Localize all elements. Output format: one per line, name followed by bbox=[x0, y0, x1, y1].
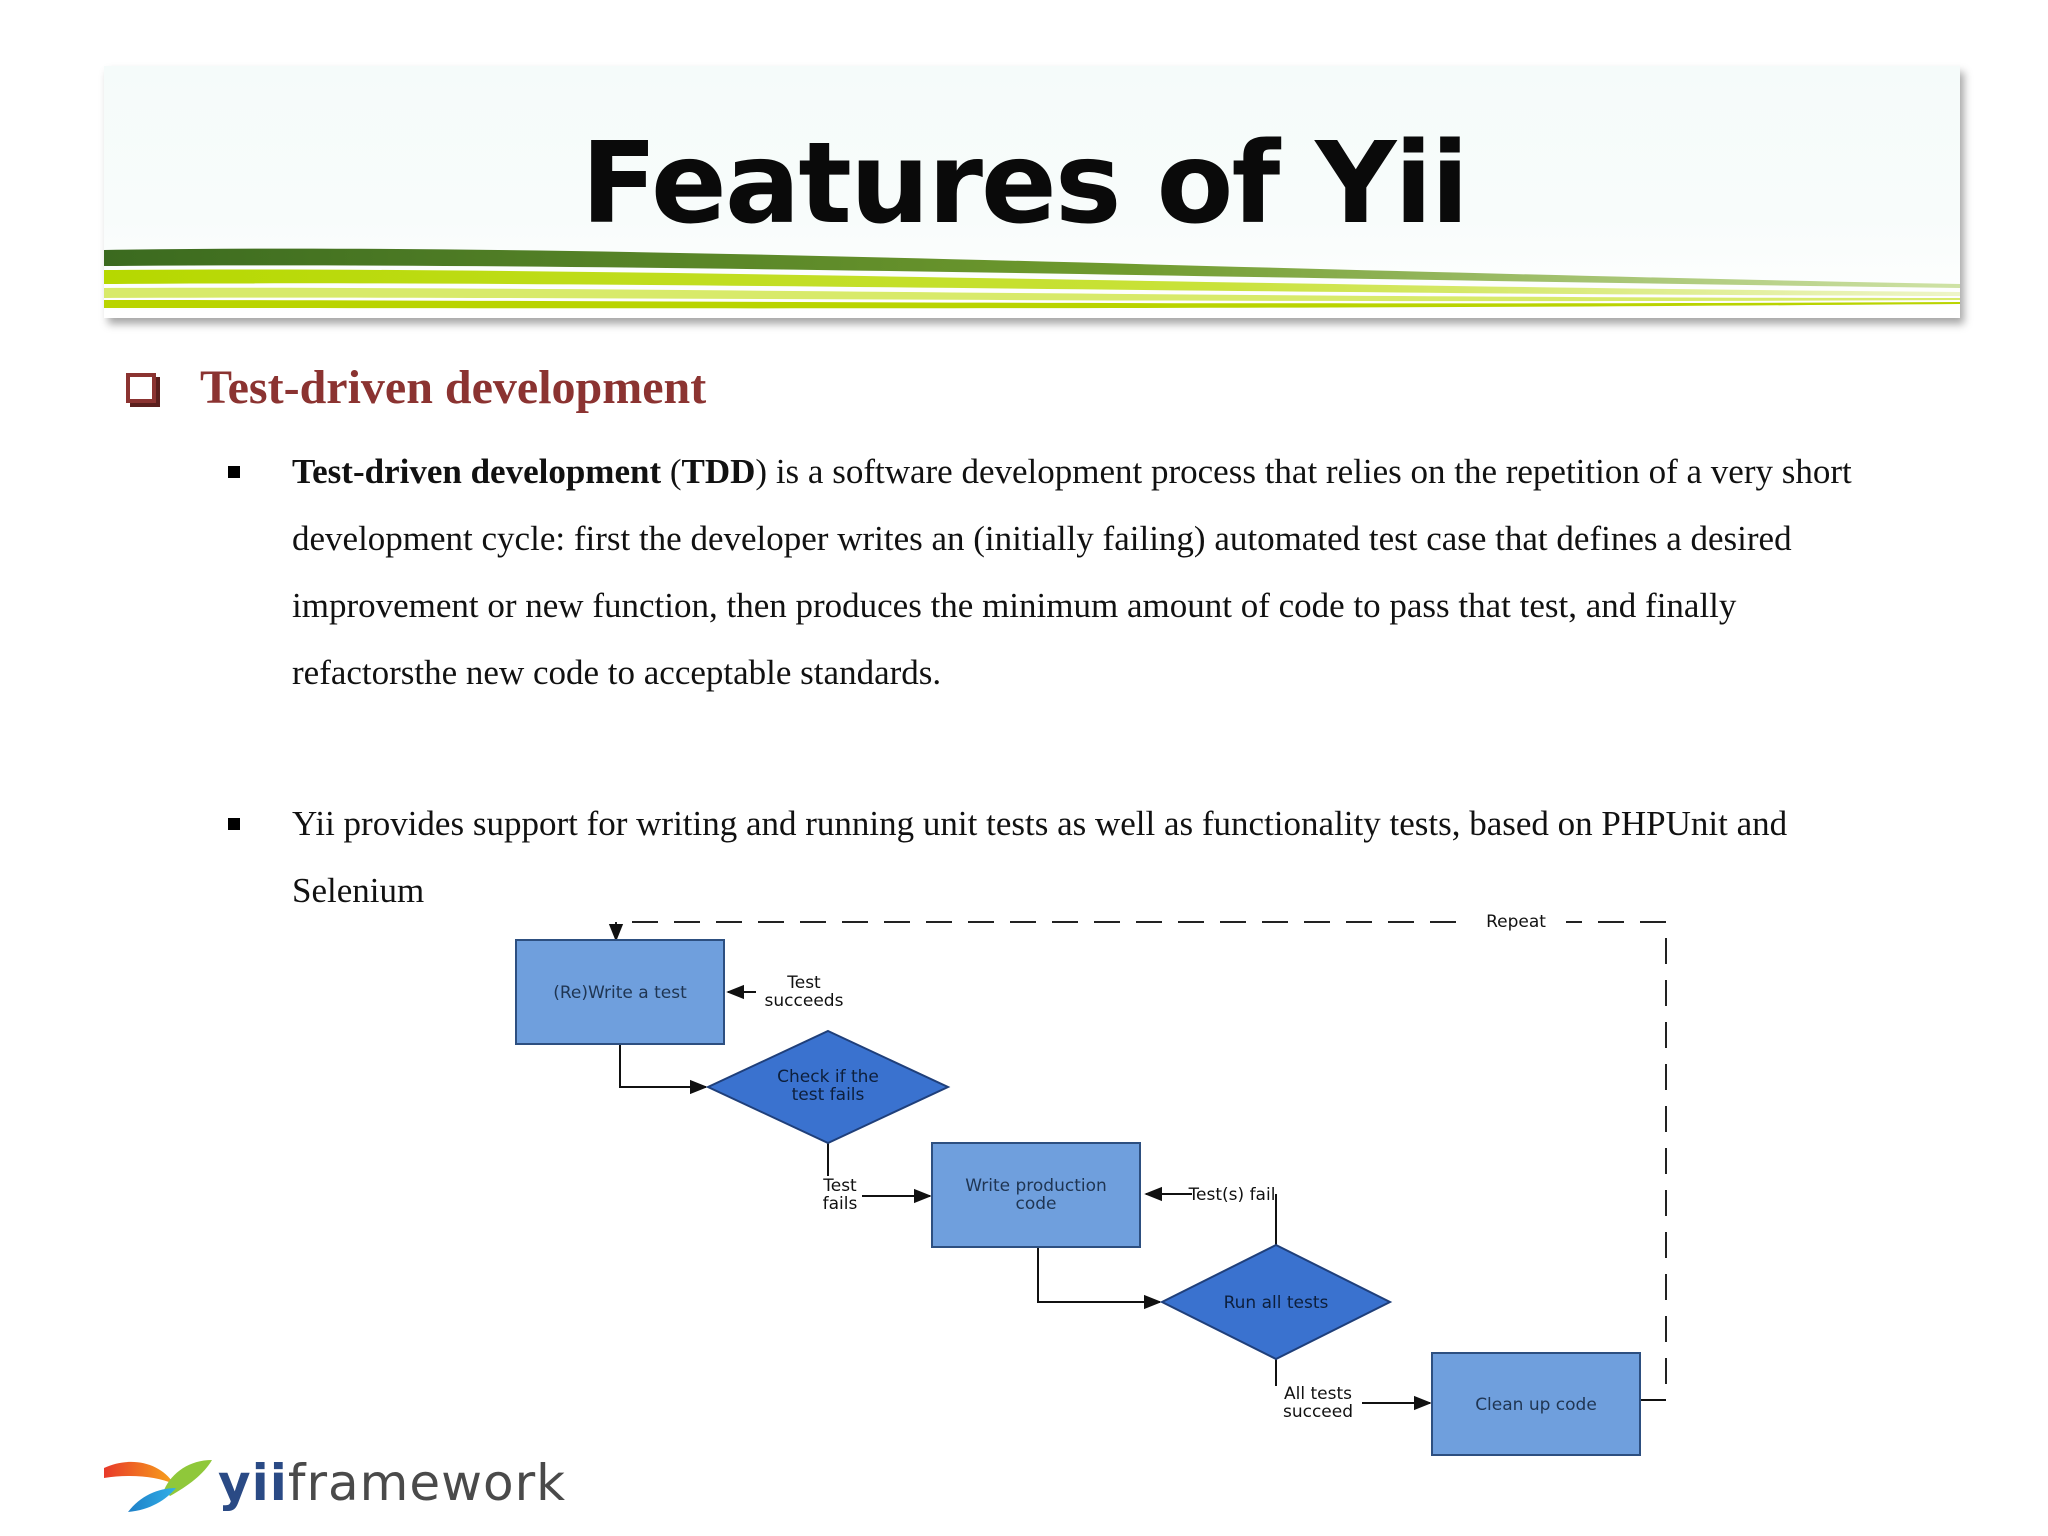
edge-label-test-succeeds-2: succeeds bbox=[765, 991, 844, 1011]
bullet-abbr-open: ( bbox=[661, 452, 682, 491]
node-check-fails-label-1: Check if the bbox=[777, 1067, 879, 1087]
yii-framework-logo: yiiframework bbox=[100, 1450, 600, 1530]
bullet-text: Yii provides support for writing and run… bbox=[292, 804, 1788, 910]
bullet-item-tdd: Test-driven development (TDD) is a softw… bbox=[228, 438, 1908, 706]
edge-label-test-fails-1: Test bbox=[822, 1176, 857, 1196]
edge-label-all-succeed-2: succeed bbox=[1283, 1402, 1353, 1422]
edge-write-to-check bbox=[619, 1045, 708, 1095]
logo-framework-text: framework bbox=[287, 1454, 567, 1512]
bullet-square-icon bbox=[228, 466, 240, 478]
bullet-item-yii-support: Yii provides support for writing and run… bbox=[228, 790, 1908, 924]
logo-wordmark: yiiframework bbox=[218, 1458, 566, 1508]
yii-logo-icon bbox=[104, 1460, 212, 1512]
node-write-code bbox=[931, 1142, 1141, 1248]
bullet-list: Test-driven development (TDD) is a softw… bbox=[228, 438, 1908, 924]
bullet-term: Test-driven development bbox=[292, 452, 662, 491]
section-heading-text: Test-driven development bbox=[200, 361, 707, 414]
checkbox-icon bbox=[126, 372, 156, 403]
node-check-fails-label-2: test fails bbox=[792, 1085, 865, 1105]
node-run-tests-label: Run all tests bbox=[1224, 1293, 1329, 1313]
node-write-code-label-2: code bbox=[1016, 1194, 1057, 1214]
edge-code-to-run bbox=[1037, 1246, 1162, 1310]
node-run-tests bbox=[1159, 1243, 1393, 1361]
slide-title: Features of Yii bbox=[580, 119, 1469, 249]
logo-yii-text: yii bbox=[218, 1454, 288, 1512]
node-cleanup bbox=[1431, 1352, 1641, 1456]
node-write-test bbox=[515, 939, 725, 1045]
node-cleanup-label: Clean up code bbox=[1475, 1395, 1597, 1415]
node-write-test-label: (Re)Write a test bbox=[553, 983, 687, 1003]
repeat-label-bg bbox=[1466, 910, 1566, 934]
node-write-code-label-1: Write production bbox=[965, 1176, 1107, 1196]
header-swoosh bbox=[104, 248, 1960, 309]
repeat-label: Repeat bbox=[1486, 912, 1546, 932]
bullet-square-icon bbox=[228, 818, 240, 830]
edge-label-tests-fail: Test(s) fail bbox=[1188, 1185, 1276, 1205]
node-check-fails bbox=[705, 1029, 951, 1145]
section-heading: Test-driven development bbox=[126, 360, 706, 415]
bullet-rest: ) is a software development process that… bbox=[292, 452, 1852, 692]
bullet-abbr: TDD bbox=[681, 452, 756, 491]
edge-label-all-succeed-1: All tests bbox=[1284, 1384, 1352, 1404]
edge-label-test-succeeds-1: Test bbox=[786, 973, 821, 993]
edge-label-test-fails-2: fails bbox=[823, 1194, 858, 1214]
